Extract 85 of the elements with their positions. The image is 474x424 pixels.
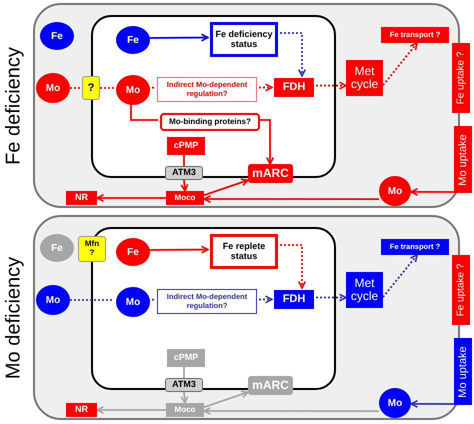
- node-label: ATM3: [172, 168, 196, 178]
- arrow: [203, 406, 379, 416]
- arrow: [96, 194, 166, 202]
- arrow: [410, 400, 454, 408]
- process-box: [381, 239, 449, 255]
- connector-line: [100, 87, 114, 89]
- process-box: [452, 43, 470, 113]
- dotted-arrow: [382, 42, 418, 86]
- process-box: [274, 290, 314, 309]
- node-label: Mo uptake: [456, 346, 470, 398]
- arrow: [148, 246, 209, 254]
- circle-node: [116, 287, 150, 317]
- arrow: [410, 188, 454, 196]
- process-box: [210, 22, 278, 57]
- circle-node: [116, 26, 150, 54]
- node-label: Moco: [174, 406, 196, 414]
- process-box: [66, 191, 97, 205]
- connector-line: [70, 87, 82, 89]
- arrow: [180, 180, 188, 192]
- node-label: Fe: [51, 30, 63, 42]
- process-box: [452, 255, 470, 325]
- node-label: cPMP: [174, 353, 198, 363]
- process-box: [166, 191, 204, 205]
- arrow: [180, 392, 188, 404]
- circle-node: [116, 75, 150, 105]
- node-label: Fe: [127, 34, 139, 46]
- node-label: ?: [88, 82, 94, 94]
- node-label: Mo: [46, 82, 60, 94]
- process-box: [274, 78, 314, 97]
- process-box: [82, 76, 100, 100]
- process-box: [165, 378, 203, 392]
- node-label: cPMP: [174, 141, 198, 151]
- node-label: Fe uptake ?: [456, 52, 466, 104]
- node-label: Mo uptake: [456, 134, 470, 186]
- process-box: [157, 289, 257, 314]
- process-box: [166, 403, 204, 417]
- dotted-arrow: [382, 254, 418, 298]
- connector-line: [183, 365, 185, 378]
- node-label: Fe replete status: [222, 242, 266, 262]
- node-label: Fe: [51, 242, 63, 254]
- node-label: FDH: [282, 81, 306, 94]
- panel-heading: Fe deficiency: [2, 47, 26, 165]
- node-label: mARC: [252, 166, 289, 180]
- node-label: Mo: [388, 398, 402, 408]
- process-box: [160, 113, 260, 131]
- node-label: Mo: [126, 296, 140, 308]
- node-label: Met cycle: [350, 276, 380, 304]
- process-box: [78, 236, 106, 262]
- arrow: [258, 119, 274, 165]
- node-label: Moco: [174, 194, 196, 202]
- process-box: [454, 338, 472, 405]
- arrow: [204, 390, 249, 408]
- process-box: [165, 166, 203, 180]
- connector-line: [183, 153, 185, 166]
- arrow: [96, 406, 166, 414]
- node-label: Mfn ?: [84, 240, 100, 258]
- process-box: [454, 126, 472, 193]
- arrow: [148, 34, 209, 42]
- node-label: Mo: [46, 294, 60, 306]
- process-box: [66, 403, 97, 417]
- process-box: [248, 376, 293, 395]
- connector-line: [130, 103, 158, 121]
- node-label: NR: [75, 193, 88, 203]
- node-label: Fe uptake ?: [456, 264, 466, 316]
- node-label: FDH: [282, 293, 306, 306]
- node-label: NR: [75, 405, 88, 415]
- node-label: Met cycle: [350, 64, 380, 92]
- node-label: Fe deficiency status: [214, 30, 274, 50]
- node-label: mARC: [252, 378, 289, 392]
- node-label: Mo-binding proteins?: [169, 118, 251, 126]
- panel-heading: Mo deficiency: [2, 256, 26, 380]
- process-box: [167, 349, 205, 367]
- process-box: [381, 27, 449, 43]
- circle-node: [116, 238, 150, 266]
- process-box: [210, 234, 278, 269]
- node-label: ATM3: [172, 380, 196, 390]
- node-label: Mo: [388, 186, 402, 196]
- process-box: [157, 77, 257, 102]
- node-label: Mo: [126, 84, 140, 96]
- arrow: [204, 178, 249, 196]
- process-box: [167, 137, 205, 155]
- process-box: [248, 164, 293, 183]
- connector-line: [70, 299, 114, 301]
- arrow: [203, 194, 379, 204]
- node-label: Fe: [127, 246, 139, 258]
